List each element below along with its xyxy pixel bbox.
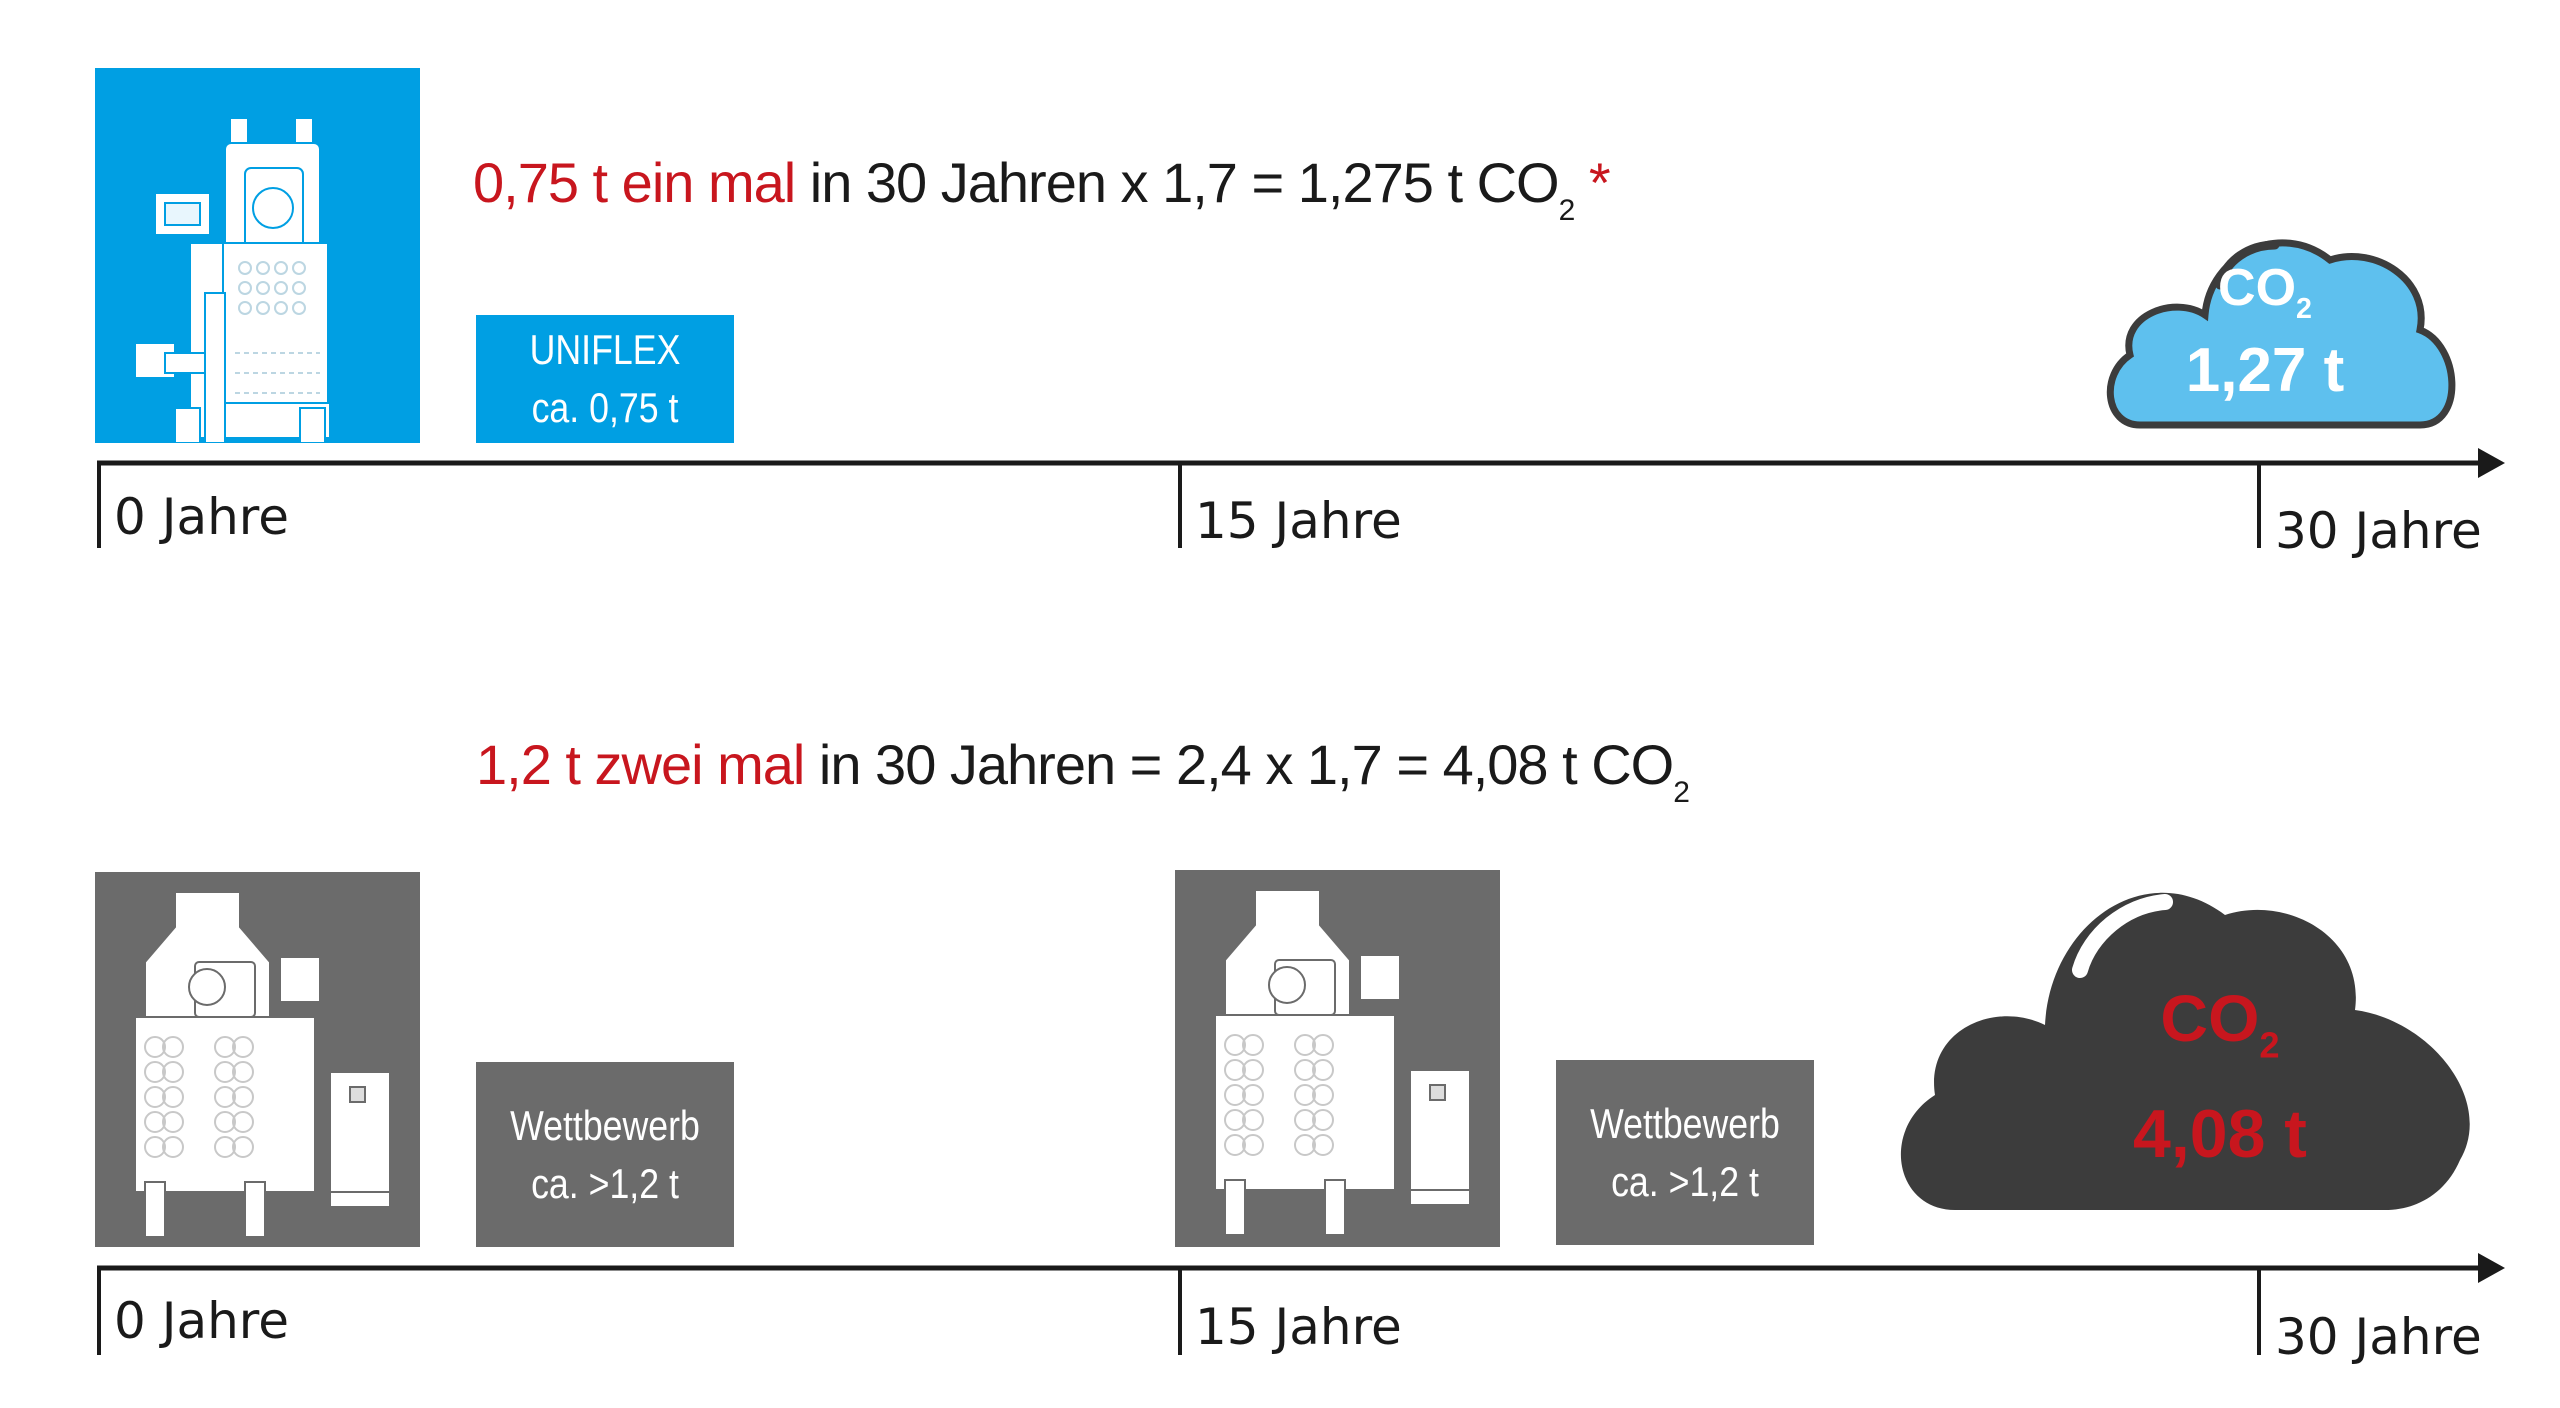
formula-subscript: 2 [1673,776,1690,809]
competitor-machine-panel-1 [95,872,420,1247]
uniflex-machine-panel [95,68,420,444]
cloud-co2-subscript: 2 [2296,292,2312,325]
cloud-co2-text: CO [2218,259,2297,317]
formula-text: in 30 Jahren = 2,4 x 1,7 = 4,08 t CO [804,733,1674,796]
competitor-formula: 1,2 t zwei mal in 30 Jahren = 2,4 x 1,7 … [476,732,1690,810]
uniflex-weight: ca. 0,75 t [531,384,679,431]
cloud-co2-subscript: 2 [2259,1024,2280,1066]
uniflex-formula: 0,75 t ein mal in 30 Jahren x 1,7 = 1,27… [473,150,1611,228]
cloud-value-label: 4,08 t [2133,1096,2307,1172]
timeline-axis-bottom [97,1253,2505,1355]
cloud-value-label: 1,27 t [2185,336,2345,405]
cloud-co2-text: CO [2160,981,2260,1055]
tick-label-30: 30 Jahre [2275,1308,2482,1366]
timeline-axis-top [97,448,2505,548]
formula-highlight: 1,2 t zwei mal [476,733,805,796]
tick-label-0: 0 Jahre [114,1292,289,1350]
tick-label-0: 0 Jahre [114,488,289,546]
co2-cloud-icon [2106,239,2456,429]
competitor-machine-icon [1214,889,1471,1236]
competitor-weight-label-2: Wettbewerb ca. >1,2 t [1556,1060,1814,1245]
competitor-machine-icon [134,891,391,1238]
competitor-name: Wettbewerb [510,1101,700,1149]
formula-text: in 30 Jahren x 1,7 = 1,275 t CO [795,151,1560,214]
uniflex-name: UNIFLEX [529,326,681,373]
competitor-name: Wettbewerb [1590,1099,1780,1147]
competitor-machine-panel-2 [1175,870,1500,1247]
tick-label-30: 30 Jahre [2275,502,2482,560]
uniflex-weight-label: UNIFLEX ca. 0,75 t [476,315,734,443]
competitor-weight: ca. >1,2 t [1611,1157,1759,1205]
competitor-weight: ca. >1,2 t [531,1159,679,1207]
formula-highlight: 0,75 t ein mal [473,151,796,214]
cloud-co2-label: CO2 [2180,258,2350,326]
footnote-star: * [1574,151,1611,214]
competitor-weight-label-1: Wettbewerb ca. >1,2 t [476,1062,734,1247]
tick-label-15: 15 Jahre [1195,1298,1402,1356]
tick-label-15: 15 Jahre [1195,492,1402,550]
co2-cloud-icon [1900,892,2470,1210]
uniflex-machine-icon [134,117,331,444]
formula-subscript: 2 [1558,194,1576,227]
cloud-co2-label: CO2 [2130,980,2310,1066]
